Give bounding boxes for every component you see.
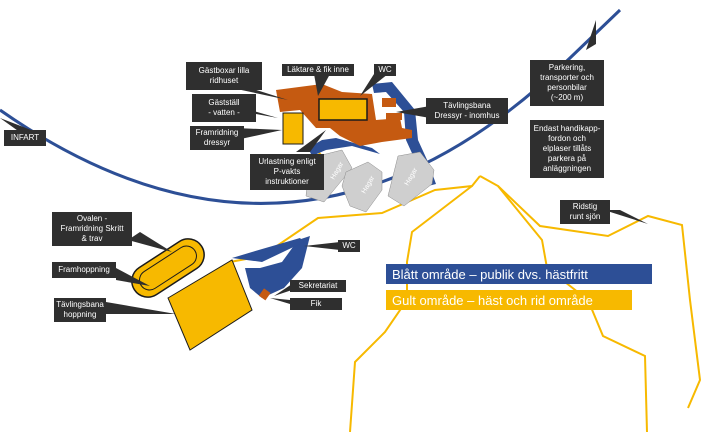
callout-ridstig: Ridstig runt sjön (560, 200, 610, 224)
callout-tavlingsbana-dressyr: Tävlingsbana Dressyr - inomhus (426, 98, 508, 124)
legend-blue: Blått område – publik dvs. hästfritt (386, 264, 652, 284)
callout-laktare: Läktare & fik inne (282, 64, 354, 76)
callout-handikapp: Endast handikapp- fordon och elplaser ti… (530, 120, 604, 178)
callout-wc-top: WC (374, 64, 396, 76)
callout-framhoppning: Framhoppning (52, 262, 116, 278)
callout-framridning-dressyr: Framridning dressyr (190, 126, 244, 150)
public-area-lower (308, 138, 380, 156)
tavlingsbana-dressyr-arena (318, 98, 368, 121)
callout-urlastning: Urlastning enligt P-vakts instruktioner (250, 154, 324, 190)
fik-kiosk (258, 288, 271, 301)
legend-yellow: Gult område – häst och rid område (386, 290, 632, 310)
callout-parkering: Parkering, transporter och personbilar (… (530, 60, 604, 106)
public-area-sekretariat (245, 236, 310, 298)
callout-tavlingsbana-hoppning: Tävlingsbana hoppning (54, 298, 106, 322)
callout-infart: INFART (4, 130, 46, 146)
callout-sekretariat: Sekretariat (290, 280, 346, 292)
ovalen-track (131, 238, 205, 298)
callout-fik: Fik (290, 298, 342, 310)
callout-ovalen: Ovalen - Framridning Skritt & trav (52, 212, 132, 246)
callout-pointers (0, 20, 648, 314)
callout-gaststall: Gästställ - vatten - (192, 94, 256, 122)
callout-wc-bottom: WC (338, 240, 360, 252)
paddocks (305, 149, 435, 213)
callout-gastboxar: Gästboxar lilla ridhuset (186, 62, 262, 90)
public-path (232, 238, 304, 262)
tavlingsbana-hoppning-arena (167, 259, 253, 351)
access-road (0, 8, 622, 205)
framridning-dressyr-arena (282, 112, 304, 145)
